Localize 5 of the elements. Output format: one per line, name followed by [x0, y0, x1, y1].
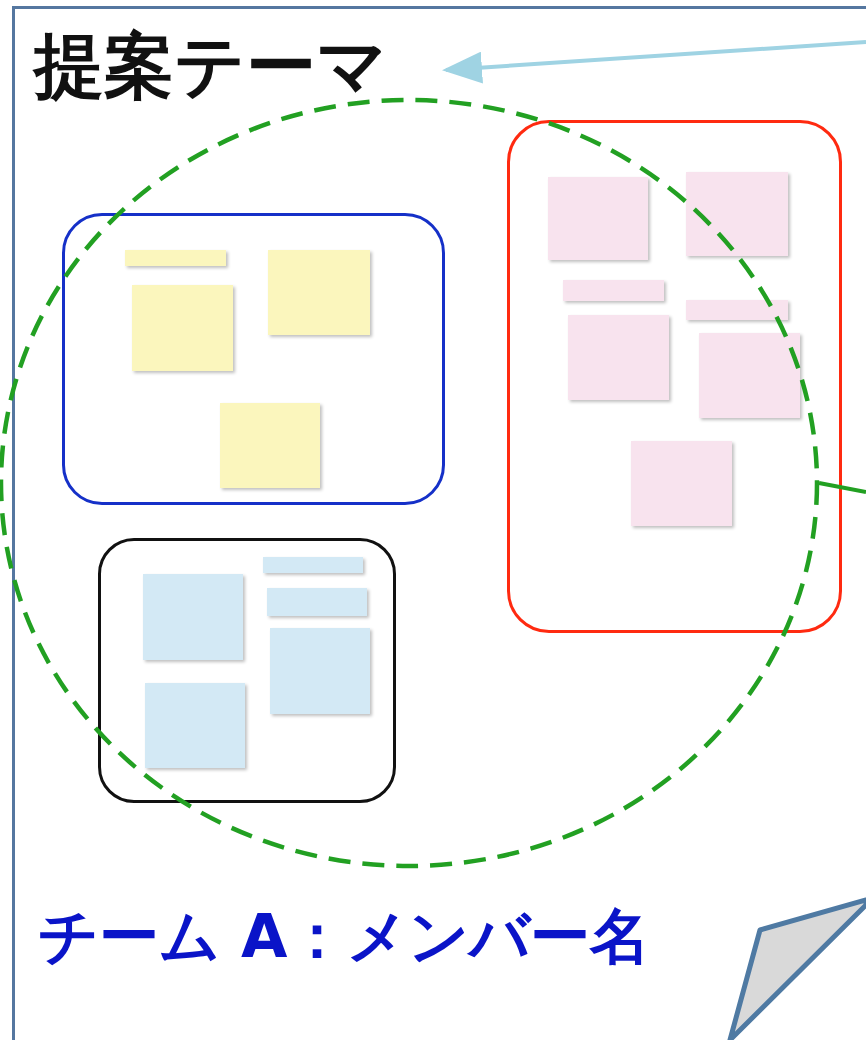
theme-title: 提案テーマ — [34, 24, 388, 108]
team-label: チーム A：メンバー名 — [38, 900, 651, 972]
group-box — [507, 120, 842, 633]
arrow — [442, 40, 866, 84]
leader-line — [818, 481, 866, 494]
